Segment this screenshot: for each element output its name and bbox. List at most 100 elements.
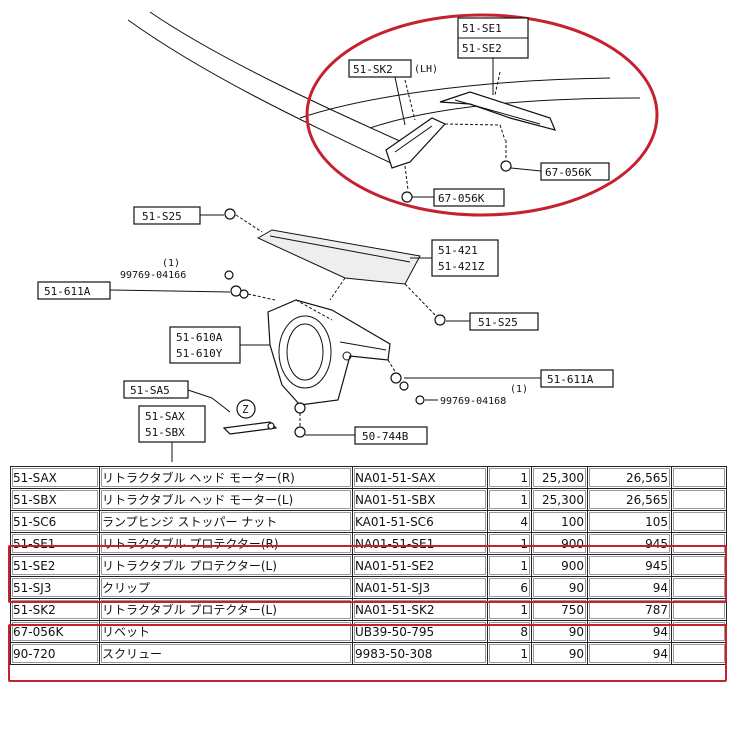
callout-51-se: 51-SE1 51-SE2: [457, 17, 529, 95]
cell-name: リトラクタブル プロテクター(L): [99, 554, 353, 577]
callout-text-51-421z: 51-421Z: [438, 260, 485, 273]
callout-text-99769-04166: 99769-04166: [120, 270, 186, 281]
callout-51-611a-left: 51-611A (1) 99769-04166: [37, 258, 276, 301]
callout-51-s25-top: 51-S25: [133, 206, 236, 225]
callout-text-51-611a-left: 51-611A: [44, 285, 91, 298]
cell-name: リトラクタブル プロテクター(L): [99, 598, 353, 621]
cell-p1: 90: [531, 620, 588, 643]
cell-p1: 90: [531, 642, 588, 665]
cell-qty: 1: [487, 488, 532, 511]
callout-text-51-421: 51-421: [438, 244, 478, 257]
cell-p1: 25,300: [531, 488, 588, 511]
callout-text-67-056k-right: 67-056K: [545, 166, 592, 179]
callout-51-sk2: 51-SK2 (LH): [348, 59, 438, 126]
callout-51-sa5: 51-SA5: [123, 380, 231, 413]
cell-qty: 1: [487, 598, 532, 621]
cell-empty: [671, 554, 727, 577]
cell-qty: 8: [487, 620, 532, 643]
cell-pn: NA01-51-SK2: [352, 598, 488, 621]
cell-p2: 787: [587, 598, 672, 621]
cell-p2: 26,565: [587, 488, 672, 511]
callout-text-67-056k-left: 67-056K: [438, 192, 485, 205]
exploded-parts-diagram: 51-SE1 51-SE2 51-SK2 (LH) 67-056K 67-056…: [37, 11, 659, 462]
cell-name: リトラクタブル ヘッド モーター(R): [99, 466, 353, 489]
cell-code: 51-SE2: [10, 554, 100, 577]
cell-pn: NA01-51-SE1: [352, 532, 488, 555]
cell-pn: UB39-50-795: [352, 620, 488, 643]
cell-p2: 94: [587, 642, 672, 665]
callout-text-51-610a: 51-610A: [176, 331, 223, 344]
motor-linkage: Z: [222, 399, 278, 435]
cell-pn: NA01-51-SE2: [352, 554, 488, 577]
cell-qty: 1: [487, 532, 532, 555]
cell-name: ランプヒンジ ストッパー ナット: [99, 510, 353, 533]
callout-51-sax: 51-SAX 51-SBX: [138, 405, 206, 462]
callout-text-51-611a-right: 51-611A: [547, 373, 594, 386]
callout-text-51-s25-mid: 51-S25: [478, 316, 518, 329]
cell-p1: 750: [531, 598, 588, 621]
cell-code: 51-SAX: [10, 466, 100, 489]
callout-text-51-se2: 51-SE2: [462, 42, 502, 55]
callout-51-610a: 51-610A 51-610Y: [169, 326, 270, 364]
cell-empty: [671, 620, 727, 643]
cell-name: クリップ: [99, 576, 353, 599]
callout-text-51-se1: 51-SE1: [462, 22, 502, 35]
callout-text-51-sa5: 51-SA5: [130, 384, 170, 397]
cell-p1: 25,300: [531, 466, 588, 489]
cell-empty: [671, 488, 727, 511]
callout-text-99769-04168: 99769-04168: [440, 396, 506, 407]
cell-code: 51-SBX: [10, 488, 100, 511]
cell-empty: [671, 466, 727, 489]
retractable-protector-parts: [385, 71, 557, 203]
cell-code: 90-720: [10, 642, 100, 665]
cell-empty: [671, 642, 727, 665]
cell-name: リトラクタブル プロテクター(R): [99, 532, 353, 555]
highlight-ellipse: [305, 13, 659, 217]
cell-p1: 100: [531, 510, 588, 533]
cell-empty: [671, 576, 727, 599]
cell-name: リベット: [99, 620, 353, 643]
cell-p2: 105: [587, 510, 672, 533]
callout-text-50-744b: 50-744B: [362, 430, 409, 443]
cell-p2: 945: [587, 532, 672, 555]
cell-name: リトラクタブル ヘッド モーター(L): [99, 488, 353, 511]
headlamp-cover: [235, 214, 439, 319]
cell-p2: 26,565: [587, 466, 672, 489]
cell-p1: 900: [531, 554, 588, 577]
cell-qty: 1: [487, 554, 532, 577]
cell-empty: [671, 598, 727, 621]
callout-51-421: 51-421 51-421Z: [410, 239, 499, 277]
cell-pn: NA01-51-SJ3: [352, 576, 488, 599]
headlamp-housing: [267, 299, 391, 406]
callout-51-611a-right: 51-611A (1) 99769-04168: [387, 359, 614, 407]
callout-text-51-s25-top: 51-S25: [142, 210, 182, 223]
cell-pn: NA01-51-SAX: [352, 466, 488, 489]
callout-67-056k-left: 67-056K: [412, 188, 505, 207]
cell-name: スクリュー: [99, 642, 353, 665]
callout-text-51-sbx: 51-SBX: [145, 426, 185, 439]
cell-p1: 90: [531, 576, 588, 599]
callout-67-056k-right: 67-056K: [510, 162, 610, 181]
screw-qty-right: (1): [510, 384, 528, 395]
cell-code: 67-056K: [10, 620, 100, 643]
cell-p1: 900: [531, 532, 588, 555]
cell-pn: 9983-50-308: [352, 642, 488, 665]
cell-p2: 94: [587, 620, 672, 643]
cell-p2: 945: [587, 554, 672, 577]
cell-code: 51-SC6: [10, 510, 100, 533]
cell-code: 51-SJ3: [10, 576, 100, 599]
body-panel-outline: [127, 11, 641, 166]
callout-50-744b: 50-744B: [294, 402, 428, 445]
callout-51-s25-mid: 51-S25: [434, 312, 539, 331]
callout-text-lh: (LH): [414, 64, 438, 75]
cell-qty: 1: [487, 466, 532, 489]
